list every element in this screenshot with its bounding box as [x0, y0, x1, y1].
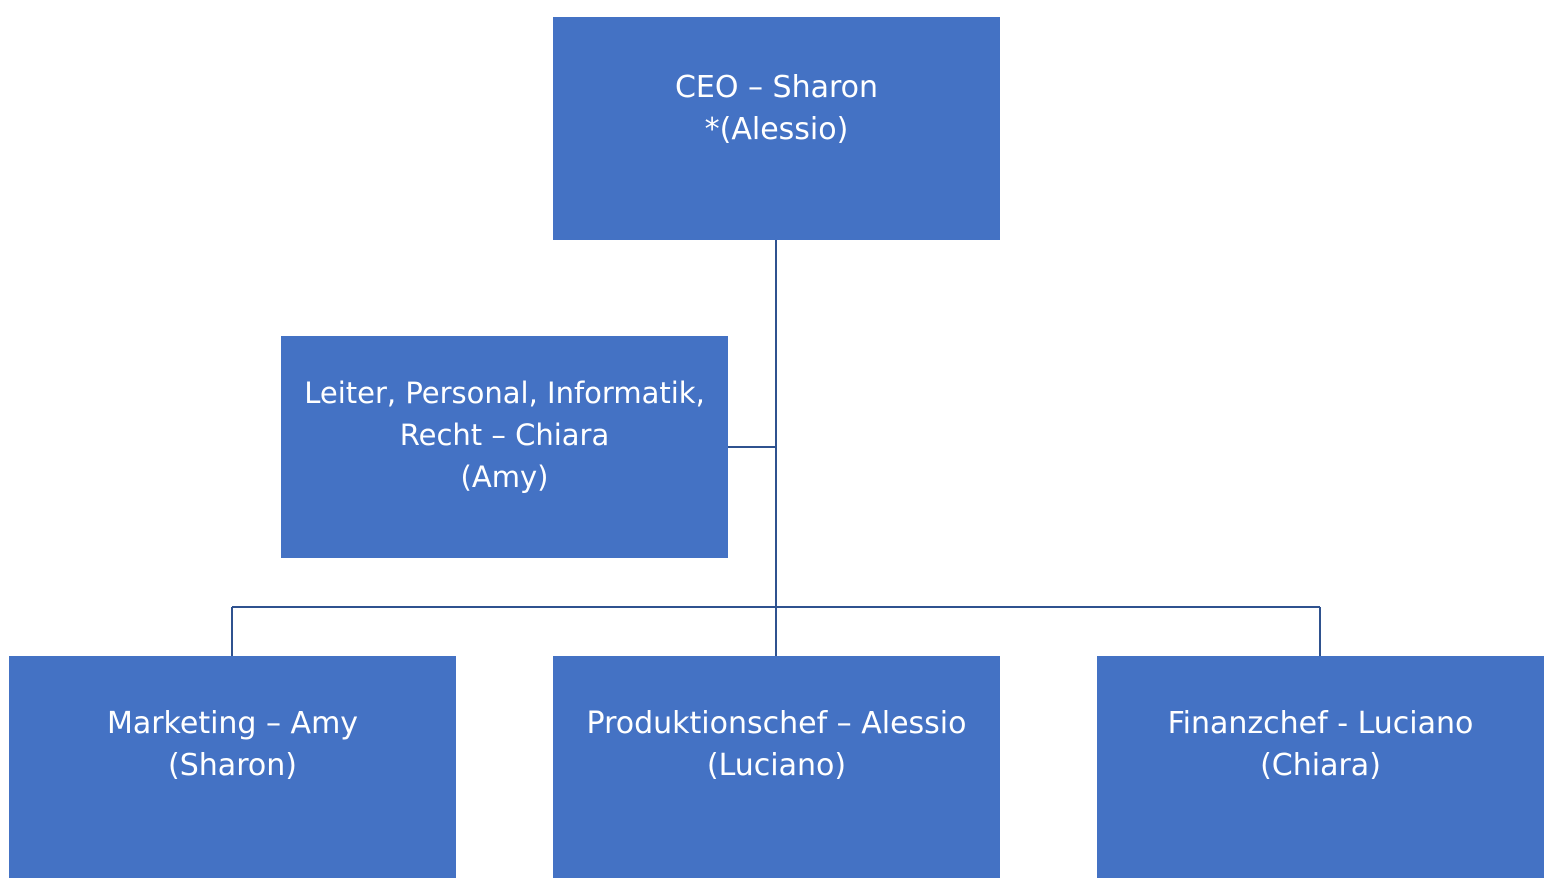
ceo-box: CEO – Sharon *(Alessio): [553, 17, 1000, 240]
marketing-box: Marketing – Amy (Sharon): [9, 656, 456, 878]
ceo-deputy: *(Alessio): [704, 111, 849, 147]
production-deputy: (Luciano): [706, 747, 847, 783]
finance-title: Finanzchef - Luciano: [1167, 705, 1474, 741]
ceo-title: CEO – Sharon: [674, 69, 879, 105]
finance-deputy: (Chiara): [1260, 747, 1381, 783]
staff-title-line2: Recht – Chiara: [399, 417, 610, 452]
finance-box: Finanzchef - Luciano (Chiara): [1097, 656, 1544, 878]
marketing-deputy: (Sharon): [168, 747, 297, 783]
production-title: Produktionschef – Alessio: [586, 705, 967, 741]
staff-deputy: (Amy): [460, 459, 549, 494]
marketing-title: Marketing – Amy: [106, 705, 359, 741]
production-box: Produktionschef – Alessio (Luciano): [553, 656, 1000, 878]
staff-box: Leiter, Personal, Informatik, Recht – Ch…: [281, 336, 728, 558]
staff-title-line1: Leiter, Personal, Informatik,: [304, 375, 705, 410]
